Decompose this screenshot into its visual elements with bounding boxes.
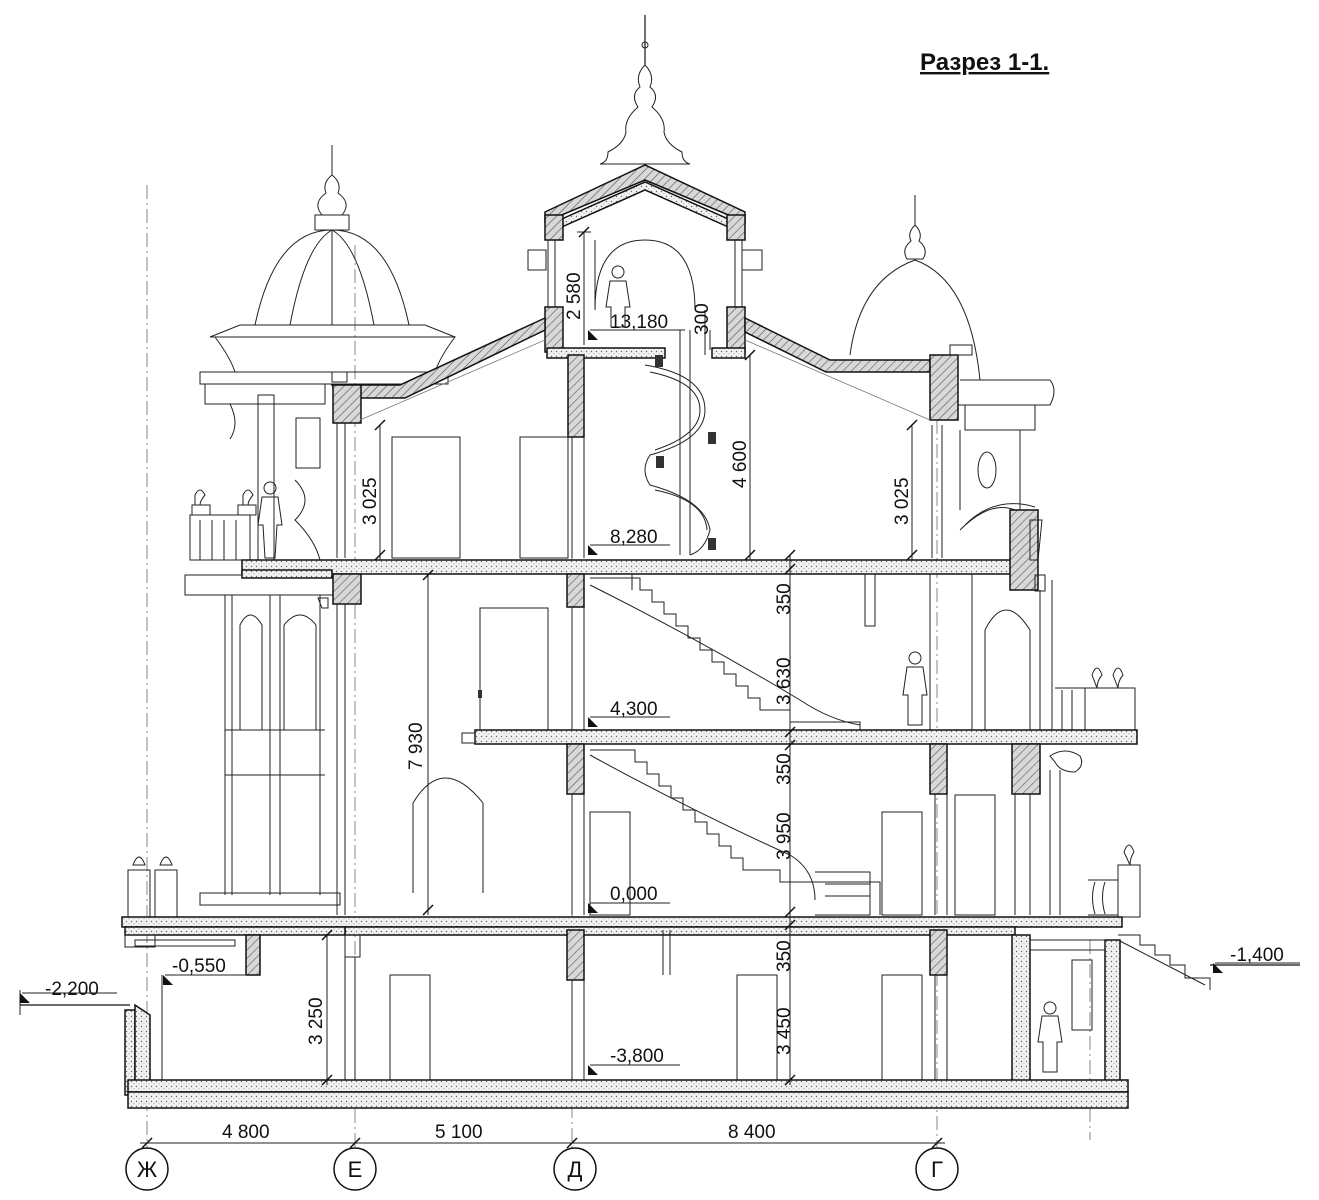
level-4300: 4,300	[610, 699, 658, 720]
axis-bubble-zh: Ж	[125, 1147, 169, 1191]
basement	[124, 934, 1129, 1109]
slab-8280	[241, 503, 1046, 627]
dim-350-c: 350	[774, 940, 795, 972]
left-dome-tower	[184, 145, 456, 906]
dim-4600: 4 600	[730, 440, 751, 488]
slab-0000	[121, 916, 1300, 990]
dim-7930: 7 930	[406, 722, 427, 770]
axis-label-g: Г	[931, 1157, 943, 1182]
dim-350-a: 350	[774, 583, 795, 615]
level-8280: 8,280	[610, 527, 658, 548]
dim-3025-left: 3 025	[360, 477, 381, 525]
dim-3250: 3 250	[306, 997, 327, 1045]
dim-300: 300	[692, 303, 713, 335]
axis-bubble-e: Е	[333, 1147, 377, 1191]
span-8400: 8 400	[728, 1122, 776, 1143]
dim-3630: 3 630	[774, 657, 795, 705]
level-m3800: -3,800	[610, 1046, 664, 1067]
dim-3450: 3 450	[774, 1007, 795, 1055]
level-0000: 0,000	[610, 884, 658, 905]
drawing-title: Разрез 1-1.	[920, 49, 1049, 76]
level-13180: 13,180	[610, 312, 668, 333]
dim-2580: 2 580	[564, 272, 585, 320]
axis-bubble-d: Д	[553, 1147, 597, 1191]
axis-bubble-g: Г	[915, 1147, 959, 1191]
level-markers	[20, 329, 1300, 1075]
dim-350-b: 350	[774, 753, 795, 785]
axis-label-e: Е	[348, 1157, 363, 1182]
level-m2200: -2,200	[45, 979, 99, 1000]
attic-floor	[336, 354, 943, 559]
axis-label-zh: Ж	[137, 1157, 158, 1182]
ground-floor	[127, 749, 1141, 919]
slab-4300	[461, 729, 1138, 915]
level-m0550: -0,550	[172, 956, 226, 977]
span-4800: 4 800	[222, 1122, 270, 1143]
axis-label-d: Д	[568, 1157, 583, 1182]
dim-3025-right: 3 025	[892, 477, 913, 525]
dimension-lines	[321, 226, 918, 1086]
central-lantern	[527, 15, 763, 367]
level-m1400: -1,400	[1230, 945, 1284, 966]
dim-3950: 3 950	[774, 812, 795, 860]
span-5100: 5 100	[435, 1122, 483, 1143]
spiral-stair	[644, 330, 716, 556]
span-dimension-line	[140, 1137, 945, 1149]
roof-slopes	[330, 316, 973, 424]
right-dome-tower	[849, 195, 1055, 531]
